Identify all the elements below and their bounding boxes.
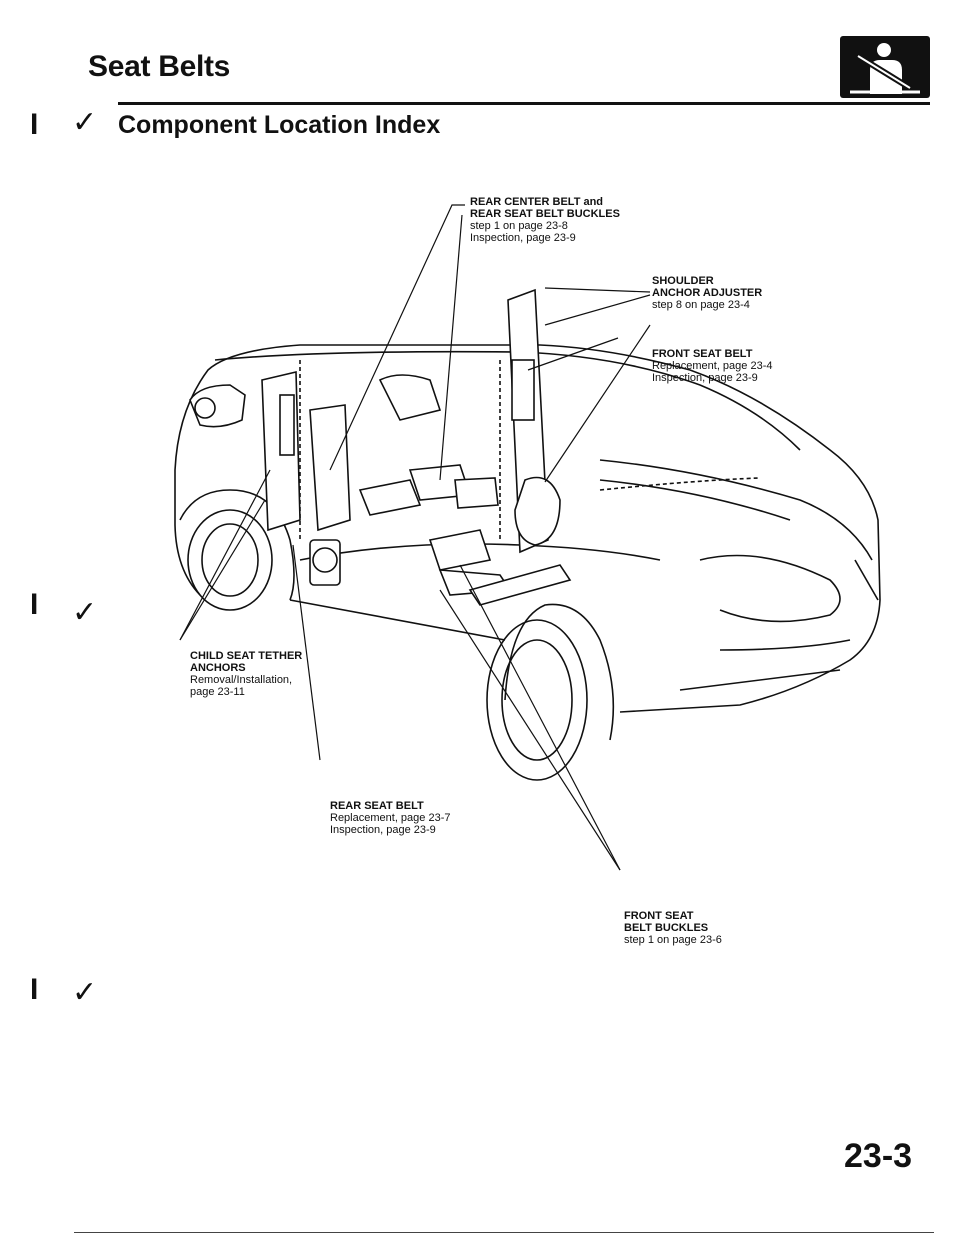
page-title: Seat Belts [88,50,231,83]
margin-check: ✓ [72,106,98,139]
header-rule [118,102,930,105]
callout-rear-seat-belt: REAR SEAT BELT Replacement, page 23-7 In… [330,800,451,836]
margin-mark: I [30,588,39,621]
footer-rule [74,1232,934,1233]
callout-front-seat-belt-buckles: FRONT SEAT BELT BUCKLES step 1 on page 2… [624,910,722,946]
margin-check: ✓ [72,596,98,629]
margin-mark: I [30,108,39,141]
callout-child-seat-tether-anchors: CHILD SEAT TETHER ANCHORS Removal/Instal… [190,650,303,698]
margin-mark: I [30,973,39,1006]
section-title: Component Location Index [118,111,441,139]
margin-check: ✓ [72,976,98,1009]
page-number: 23-3 [844,1137,913,1175]
seat-belt-icon [840,36,930,98]
callout-shoulder-anchor-adjuster: SHOULDER ANCHOR ADJUSTER step 8 on page … [652,275,763,311]
callout-front-seat-belt: FRONT SEAT BELT Replacement, page 23-4 I… [652,348,773,384]
callout-rear-center-belt: REAR CENTER BELT and REAR SEAT BELT BUCK… [470,196,620,244]
